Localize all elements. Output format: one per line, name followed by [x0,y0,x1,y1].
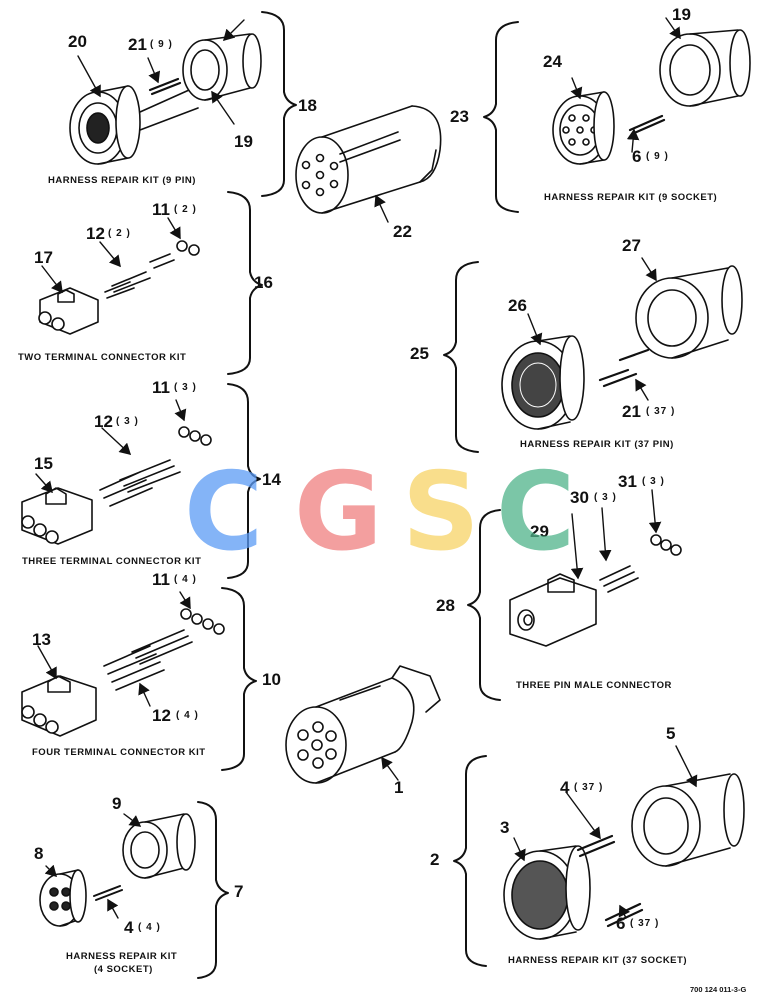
callout-21-9pin: 21 [128,35,147,54]
leader-arrows [35,17,698,919]
callout-12-two: 12 [86,224,105,243]
caption-kit-37pin: HARNESS REPAIR KIT (37 PIN) [520,439,674,450]
qty-12-four: ( 4 ) [176,710,199,721]
callout-22: 22 [393,222,412,241]
callout-17: 17 [34,248,53,267]
callout-4-37socket: 4 [560,778,570,797]
qty-21-9pin: ( 9 ) [150,39,173,50]
callout-2: 2 [430,850,440,869]
harness-kit-37socket-drawing [503,773,745,940]
figure-id: 700 124 011-3-G [690,985,747,994]
callout-13: 13 [32,630,51,649]
callout-27: 27 [622,236,641,255]
qty-31: ( 3 ) [642,476,665,487]
callout-23: 23 [450,107,469,126]
qty-12-three: ( 3 ) [116,416,139,427]
callout-18: 18 [298,96,317,115]
qty-11-four: ( 4 ) [174,574,197,585]
qty-4-4socket: ( 4 ) [138,922,161,933]
callout-12-four: 12 [152,706,171,725]
callout-30: 30 [570,488,589,507]
callout-19-9socket: 19 [672,5,691,24]
qty-11-three: ( 3 ) [174,382,197,393]
two-terminal-kit-drawing [38,240,200,335]
caption-two-terminal: TWO TERMINAL CONNECTOR KIT [18,352,187,363]
three-terminal-kit-drawing [21,426,212,545]
callout-31: 31 [618,472,637,491]
callout-26: 26 [508,296,527,315]
caption-three-terminal: THREE TERMINAL CONNECTOR KIT [22,556,202,567]
callout-5: 5 [666,724,676,743]
caption-three-pin-male: THREE PIN MALE CONNECTOR [516,680,672,691]
callout-3: 3 [500,818,510,837]
harness-kit-9pin-drawing [69,33,262,165]
three-pin-male-connector-drawing [509,534,682,647]
qty-12-two: ( 2 ) [108,228,131,239]
watermark-letter-4: C [496,450,576,575]
callout-25: 25 [410,344,429,363]
callout-24: 24 [543,52,562,71]
caption-kit-37socket: HARNESS REPAIR KIT (37 SOCKET) [508,955,687,966]
caption-kit-4socket-line2: (4 SOCKET) [94,964,153,975]
callout-1: 1 [394,778,404,797]
qty-30: ( 3 ) [594,492,617,503]
callout-11-three: 11 [152,378,170,397]
harness-kit-37pin-drawing [501,265,743,430]
harness-kit-9socket-drawing [552,29,751,165]
harness-kit-4socket-drawing [39,813,196,927]
callout-11-four: 11 [152,570,170,589]
caption-kit-4socket-line1: HARNESS REPAIR KIT [66,951,178,962]
callout-14: 14 [262,470,281,489]
qty-4-37socket: ( 37 ) [574,782,604,793]
callout-19-9pin: 19 [234,132,253,151]
watermark-letter-2: G [294,450,383,575]
qty-21-37pin: ( 37 ) [646,406,676,417]
callout-16: 16 [254,273,273,292]
watermark-letter-1: C [184,450,264,575]
group-brackets [197,11,519,979]
qty-6-9socket: ( 9 ) [646,151,669,162]
callout-8: 8 [34,844,44,863]
caption-four-terminal: FOUR TERMINAL CONNECTOR KIT [32,747,206,758]
callout-10: 10 [262,670,281,689]
watermark-letter-3: S [402,450,480,575]
caption-kit-9pin: HARNESS REPAIR KIT (9 PIN) [48,175,196,186]
callout-29: 29 [530,522,549,541]
callout-11-two: 11 [152,200,170,219]
caption-kit-9socket: HARNESS REPAIR KIT (9 SOCKET) [544,192,718,203]
item-22-drawing [295,105,442,214]
item-1-drawing [285,665,441,784]
callout-28: 28 [436,596,455,615]
four-terminal-kit-drawing [21,608,225,737]
callout-12-three: 12 [94,412,113,431]
callout-9: 9 [112,794,122,813]
callout-21-37pin: 21 [622,402,641,421]
callout-20: 20 [68,32,87,51]
qty-6-37socket: ( 37 ) [630,918,660,929]
callout-4-4socket: 4 [124,918,134,937]
callout-6-9socket: 6 [632,147,642,166]
callout-15: 15 [34,454,53,473]
callout-7: 7 [234,882,244,901]
callout-6-37socket: 6 [616,914,626,933]
qty-11-two: ( 2 ) [174,204,197,215]
